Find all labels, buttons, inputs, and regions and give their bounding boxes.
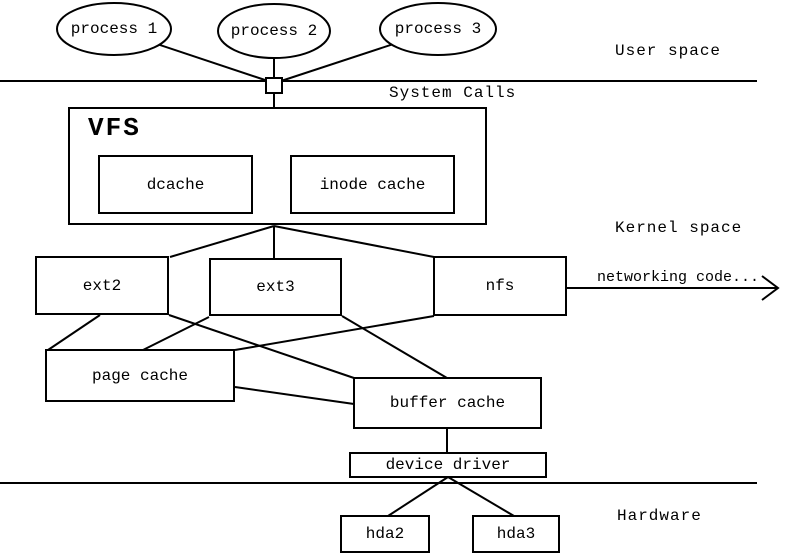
kernel-space-label: Kernel space	[615, 219, 743, 237]
buffer-cache-box: buffer cache	[353, 377, 542, 429]
vfs-label: VFS	[88, 113, 141, 143]
process2-ellipse	[217, 3, 331, 59]
page-cache-label: page cache	[91, 366, 188, 385]
pagecache-buffercache-line	[234, 386, 355, 405]
networking-arrowhead-icon	[761, 275, 780, 301]
device-driver-box: device driver	[349, 452, 547, 478]
nfs-pagecache-line	[234, 315, 435, 351]
buffer-cache-label: buffer cache	[389, 394, 506, 412]
process1-label: process 1	[70, 20, 158, 38]
hda3-label: hda3	[496, 525, 536, 543]
nfs-label: nfs	[485, 277, 515, 295]
page-cache-box: page cache	[45, 349, 235, 402]
hda3-box: hda3	[472, 515, 560, 553]
process3-label: process 3	[394, 20, 482, 38]
inode-cache-box: inode cache	[290, 155, 455, 214]
hardware-label: Hardware	[617, 507, 702, 525]
hda2-label: hda2	[365, 525, 405, 543]
vfs-ext2-line	[169, 225, 275, 258]
ext3-buffercache-line	[341, 315, 448, 379]
ext2-buffercache-line	[168, 314, 355, 379]
process3-ellipse	[379, 2, 497, 56]
ext3-label: ext3	[256, 278, 295, 296]
hda2-box: hda2	[340, 515, 430, 553]
vfs-nfs-line	[273, 225, 435, 258]
device-driver-label: device driver	[385, 456, 511, 474]
process1-ellipse	[56, 2, 172, 56]
dcache-label: dcache	[146, 175, 205, 194]
driver-hda2-line	[387, 476, 449, 517]
networking-code-label: networking code...	[597, 269, 760, 286]
ext3-box: ext3	[209, 258, 342, 316]
system-calls-label: System Calls	[389, 84, 517, 102]
ext2-pagecache-line	[47, 314, 101, 351]
inode-cache-label: inode cache	[319, 175, 426, 194]
driver-hda3-line	[447, 476, 515, 517]
process2-label: process 2	[230, 22, 318, 40]
ext2-label: ext2	[82, 276, 122, 295]
ext3-pagecache-line	[142, 316, 210, 351]
dcache-box: dcache	[98, 155, 253, 214]
ext2-box: ext2	[35, 256, 169, 315]
nfs-box: nfs	[433, 256, 567, 316]
system-call-junction	[265, 77, 283, 94]
user-space-label: User space	[615, 42, 722, 60]
